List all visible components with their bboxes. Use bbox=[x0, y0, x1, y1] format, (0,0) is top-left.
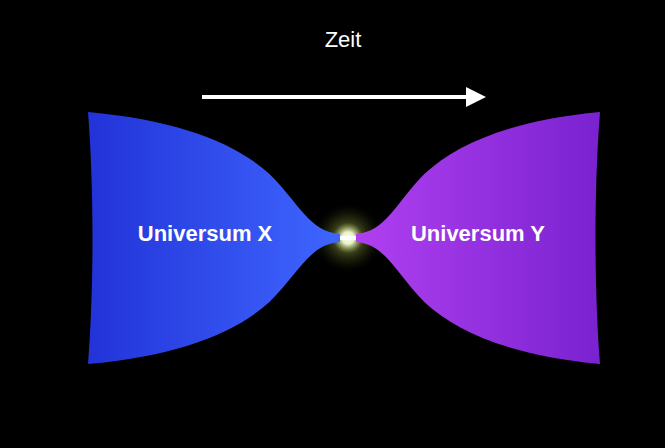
universe-node: Universum X bbox=[88, 112, 340, 364]
time-arrow-shaft bbox=[202, 95, 470, 99]
universe-node: Universum Y bbox=[356, 112, 600, 364]
universe-label: Universum X bbox=[138, 221, 273, 247]
axis-label: Zeit bbox=[325, 27, 362, 53]
universe-label: Universum Y bbox=[411, 221, 545, 247]
universe-funnel bbox=[356, 112, 600, 364]
universe-funnel bbox=[88, 112, 340, 364]
time-arrow-head bbox=[466, 87, 486, 107]
singularity-core bbox=[338, 236, 358, 240]
